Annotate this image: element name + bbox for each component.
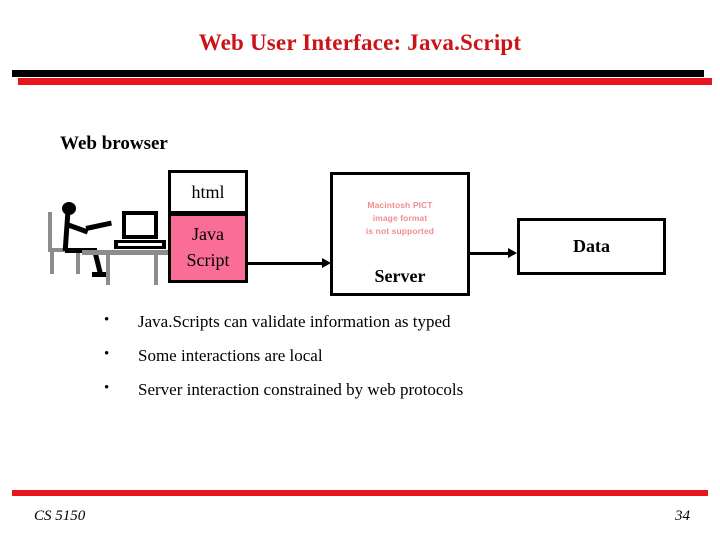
- desk-top: [82, 250, 178, 255]
- list-item-text: Java.Scripts can validate information as…: [138, 312, 451, 331]
- person-thigh: [65, 248, 97, 253]
- bullet-marker-icon: •: [104, 380, 110, 396]
- footer-rule-red: [12, 490, 708, 496]
- connector-javascript-to-server: [248, 262, 326, 265]
- chair-leg-back: [50, 250, 54, 274]
- computer-screen: [126, 215, 154, 235]
- list-item: • Java.Scripts can validate information …: [104, 312, 664, 331]
- chair-back: [48, 212, 52, 250]
- person-foot: [92, 272, 108, 277]
- desk-leg-left: [106, 255, 110, 285]
- section-heading-web-browser: Web browser: [60, 133, 168, 154]
- list-item: • Server interaction constrained by web …: [104, 380, 664, 399]
- javascript-box[interactable]: Java Script: [168, 213, 248, 283]
- footer-page-number: 34: [675, 508, 690, 524]
- person-forearm: [85, 220, 112, 231]
- list-item-text: Some interactions are local: [138, 346, 323, 365]
- pict-placeholder-line3: is not supported: [365, 226, 435, 237]
- data-box[interactable]: Data: [517, 218, 666, 275]
- html-box-label: html: [191, 181, 225, 202]
- desk-leg-right: [154, 255, 158, 285]
- pict-placeholder-line2: image format: [372, 213, 428, 224]
- footer-course-code: CS 5150: [34, 508, 86, 524]
- person-at-desk-illustration: [48, 198, 178, 293]
- arrow-right-icon: [322, 258, 331, 268]
- page-title: Web User Interface: Java.Script: [198, 30, 522, 55]
- list-item-text: Server interaction constrained by web pr…: [138, 380, 464, 399]
- connector-server-to-data: [470, 252, 513, 255]
- bullet-marker-icon: •: [104, 346, 110, 362]
- arrow-right-icon: [508, 248, 517, 258]
- person-head: [62, 202, 76, 215]
- pict-placeholder-line1: Macintosh PICT: [367, 200, 433, 210]
- chair-leg-front: [76, 250, 80, 274]
- computer-base-slot: [118, 243, 162, 246]
- pict-unsupported-placeholder: Macintosh PICT image format is not suppo…: [366, 199, 434, 239]
- server-box[interactable]: Macintosh PICT image format is not suppo…: [330, 172, 470, 296]
- list-item: • Some interactions are local: [104, 346, 664, 365]
- header-rule-black: [12, 70, 704, 77]
- bullet-marker-icon: •: [104, 312, 110, 328]
- person-torso: [62, 212, 71, 252]
- javascript-box-label-line1: Java: [192, 224, 224, 245]
- html-box[interactable]: html: [168, 170, 248, 214]
- data-box-label: Data: [573, 236, 610, 256]
- header-rule-red: [18, 78, 712, 85]
- javascript-box-label-line2: Script: [186, 250, 230, 270]
- bullet-list: • Java.Scripts can validate information …: [104, 312, 664, 415]
- server-box-label: Server: [374, 266, 426, 286]
